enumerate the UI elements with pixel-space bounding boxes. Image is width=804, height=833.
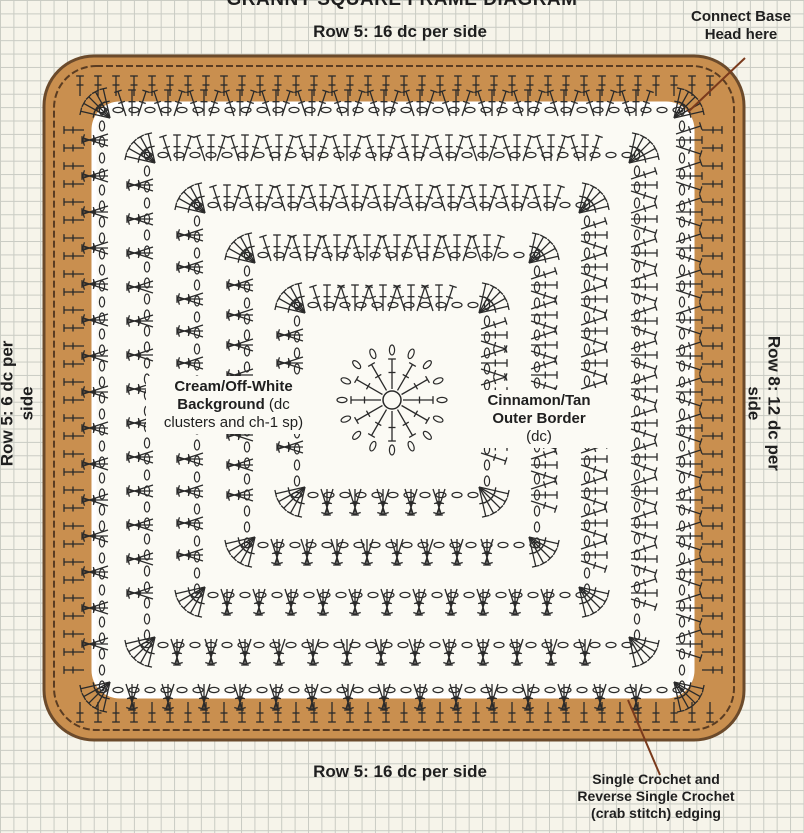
cream-label-line1: Cream/Off-White — [146, 378, 321, 396]
right-side-label: Row 8: 12 dc per side — [743, 323, 784, 483]
edging-line1: Single Crochet and — [556, 771, 756, 788]
edging-line3: (crab stitch) edging — [556, 805, 756, 822]
cinnamon-label-line2: Outer Border — [464, 410, 614, 428]
edging-line2: Reverse Single Crochet — [556, 788, 756, 805]
cream-background-label: Cream/Off-White Background (dc clusters … — [146, 376, 321, 434]
cinnamon-border-label: Cinnamon/Tan Outer Border (dc) — [464, 390, 614, 448]
cinnamon-label-line3: (dc) — [464, 428, 614, 446]
connect-line2: Head here — [676, 26, 804, 44]
connect-line1: Connect Base — [676, 8, 804, 26]
cinnamon-label-line1: Cinnamon/Tan — [464, 392, 614, 410]
bottom-side-label: Row 5: 16 dc per side — [250, 762, 550, 782]
connect-callout: Connect Base Head here — [676, 8, 804, 44]
top-side-label: Row 5: 16 dc per side — [250, 22, 550, 42]
edging-callout: Single Crochet and Reverse Single Croche… — [556, 771, 756, 821]
cream-label-line3: clusters and ch-1 sp) — [146, 414, 321, 432]
left-side-label: Row 5: 6 dc per side — [0, 323, 38, 483]
cream-label-line2b: (dc — [265, 396, 290, 413]
cream-label-line2: Background — [177, 396, 265, 413]
